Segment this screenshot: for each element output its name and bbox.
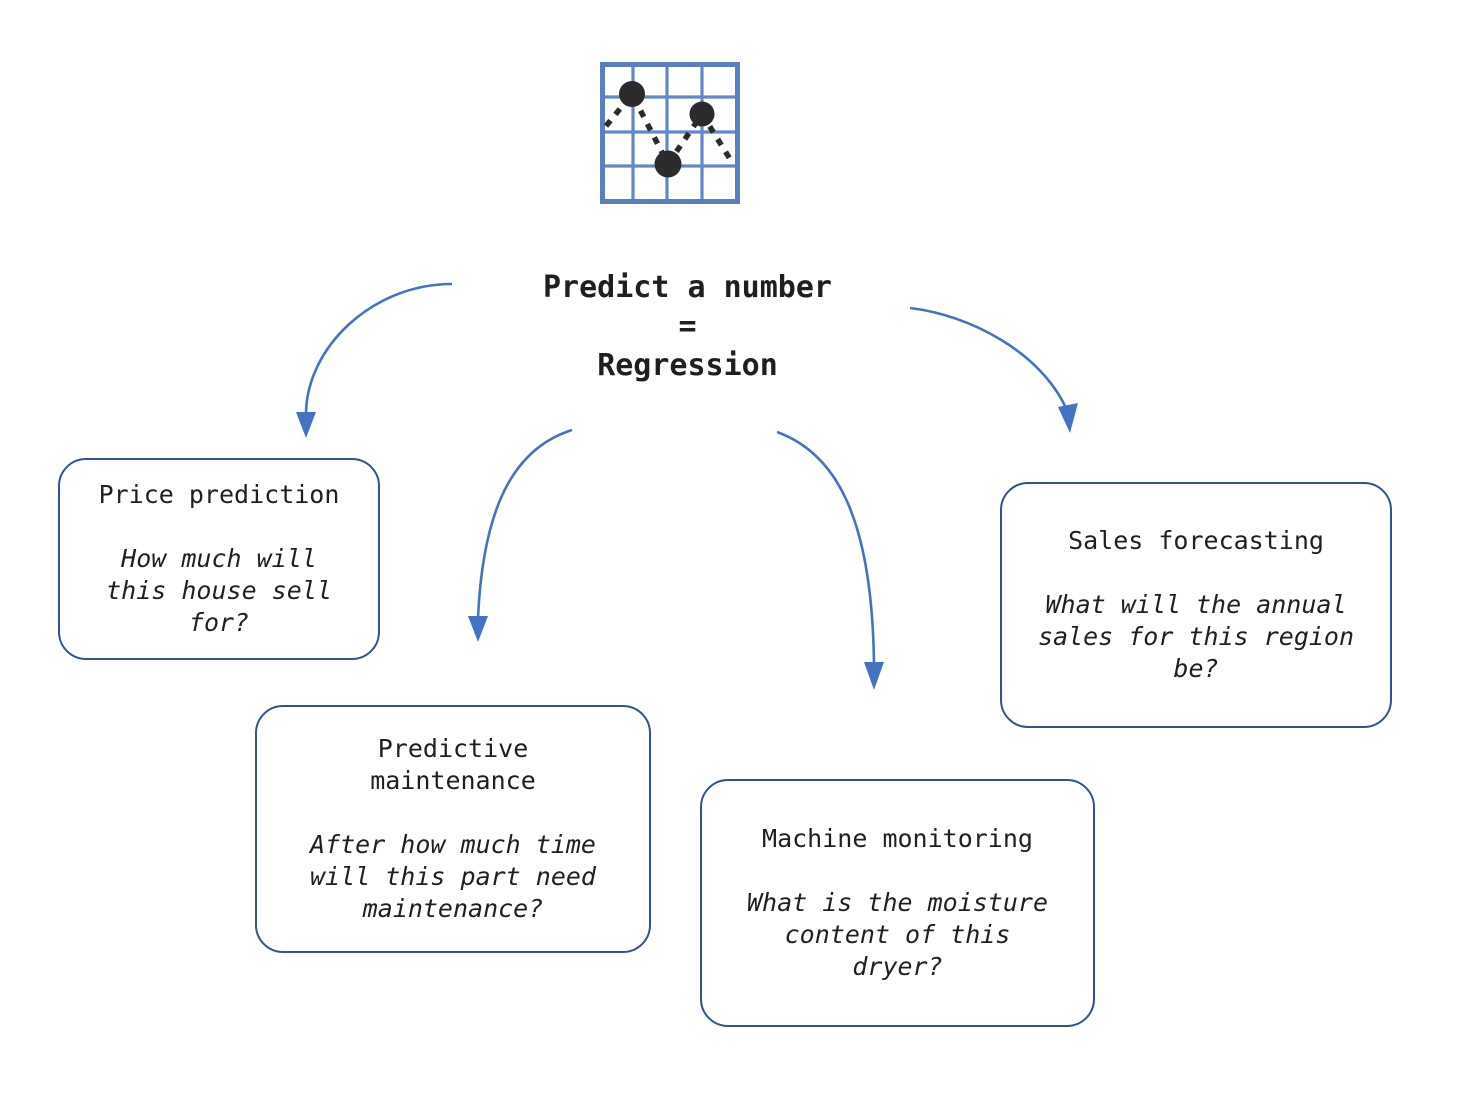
arrow-to-predictive-maintenance [476,428,573,619]
arrow-to-price-prediction [304,282,453,415]
box-title: Machine monitoring [762,824,1033,853]
box-machine-monitoring: Machine monitoring What is the moisture … [700,779,1095,1027]
box-title: Sales forecasting [1068,526,1324,555]
box-question: After how much time will this part need … [310,830,596,923]
box-predictive-maintenance: Predictive maintenance After how much ti… [255,705,651,953]
box-question: What will the annual sales for this regi… [1037,590,1355,683]
arrow-to-sales-forecasting [909,306,1068,409]
arrowhead-predictive-maintenance [468,616,488,642]
box-question: What is the moisture content of this dry… [746,888,1049,981]
box-question: How much will this house sell for? [106,544,332,637]
arrowhead-machine-monitoring [864,662,884,690]
chart-grid-border [600,62,740,204]
arrow-to-machine-monitoring [776,430,876,665]
chart-grid-lines [602,64,738,202]
box-sales-forecasting: Sales forecasting What will the annual s… [1000,482,1392,728]
chart-dashed-line [603,88,733,170]
diagram-title: Predict a number = Regression [543,270,832,383]
box-price-prediction: Price prediction How much will this hous… [58,458,380,660]
line-chart-icon [600,62,740,204]
chart-data-points [619,81,715,178]
arrowhead-sales-forecasting [1058,403,1078,433]
arrowhead-price-prediction [296,412,316,438]
box-title: Predictive maintenance [370,734,536,795]
box-title: Price prediction [98,480,340,509]
